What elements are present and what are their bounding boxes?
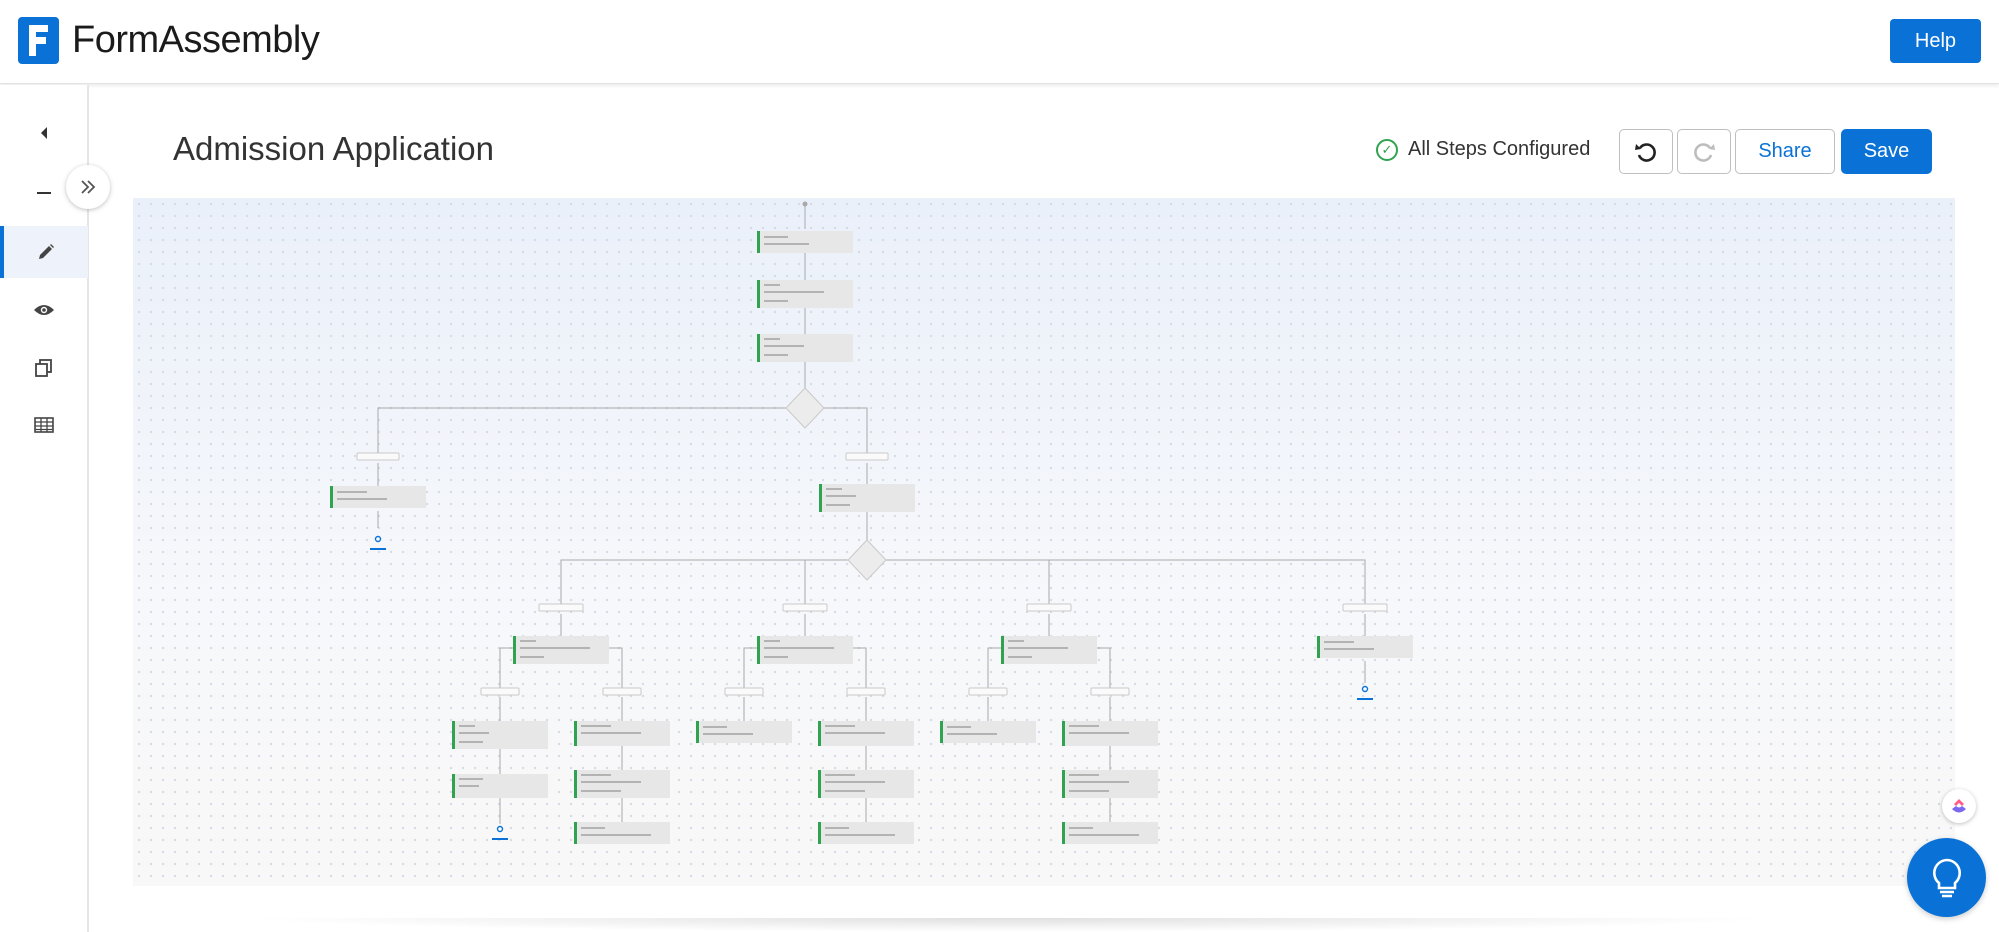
expand-panel-button[interactable] [66, 165, 110, 209]
undo-button[interactable] [1619, 129, 1673, 174]
left-sidebar [0, 85, 89, 932]
status-label: All Steps Configured [1408, 138, 1591, 160]
redo-icon [1694, 142, 1715, 162]
top-bar: FormAssembly Help [0, 0, 1999, 84]
lightbulb-icon [1932, 858, 1961, 897]
clickup-button[interactable] [1942, 789, 1976, 823]
double-chevron-right-icon [81, 180, 96, 194]
pencil-icon[interactable] [0, 226, 88, 278]
table-icon[interactable] [0, 399, 88, 451]
undo-icon [1635, 142, 1656, 162]
workflow-canvas[interactable] [133, 198, 1955, 886]
clickup-icon [1952, 799, 1966, 813]
formassembly-logo[interactable]: FormAssembly [18, 17, 320, 64]
logo-mark-icon [18, 17, 59, 64]
check-circle-icon: ✓ [1376, 138, 1398, 161]
minus-icon[interactable] [0, 167, 88, 219]
scroll-shadow [240, 918, 1780, 932]
page-title: Admission Application [173, 130, 495, 167]
configuration-status: ✓ All Steps Configured [1376, 138, 1590, 161]
workflow-diagram [330, 201, 1413, 844]
eye-icon[interactable] [0, 284, 88, 336]
redo-button[interactable] [1677, 129, 1731, 174]
share-button[interactable]: Share [1735, 129, 1835, 174]
app-name: FormAssembly [72, 19, 320, 61]
help-button[interactable]: Help [1890, 19, 1981, 63]
save-button[interactable]: Save [1841, 129, 1932, 174]
collapse-arrow-icon[interactable] [0, 107, 88, 159]
help-center-button[interactable] [1907, 838, 1986, 917]
copy-icon[interactable] [0, 342, 88, 394]
